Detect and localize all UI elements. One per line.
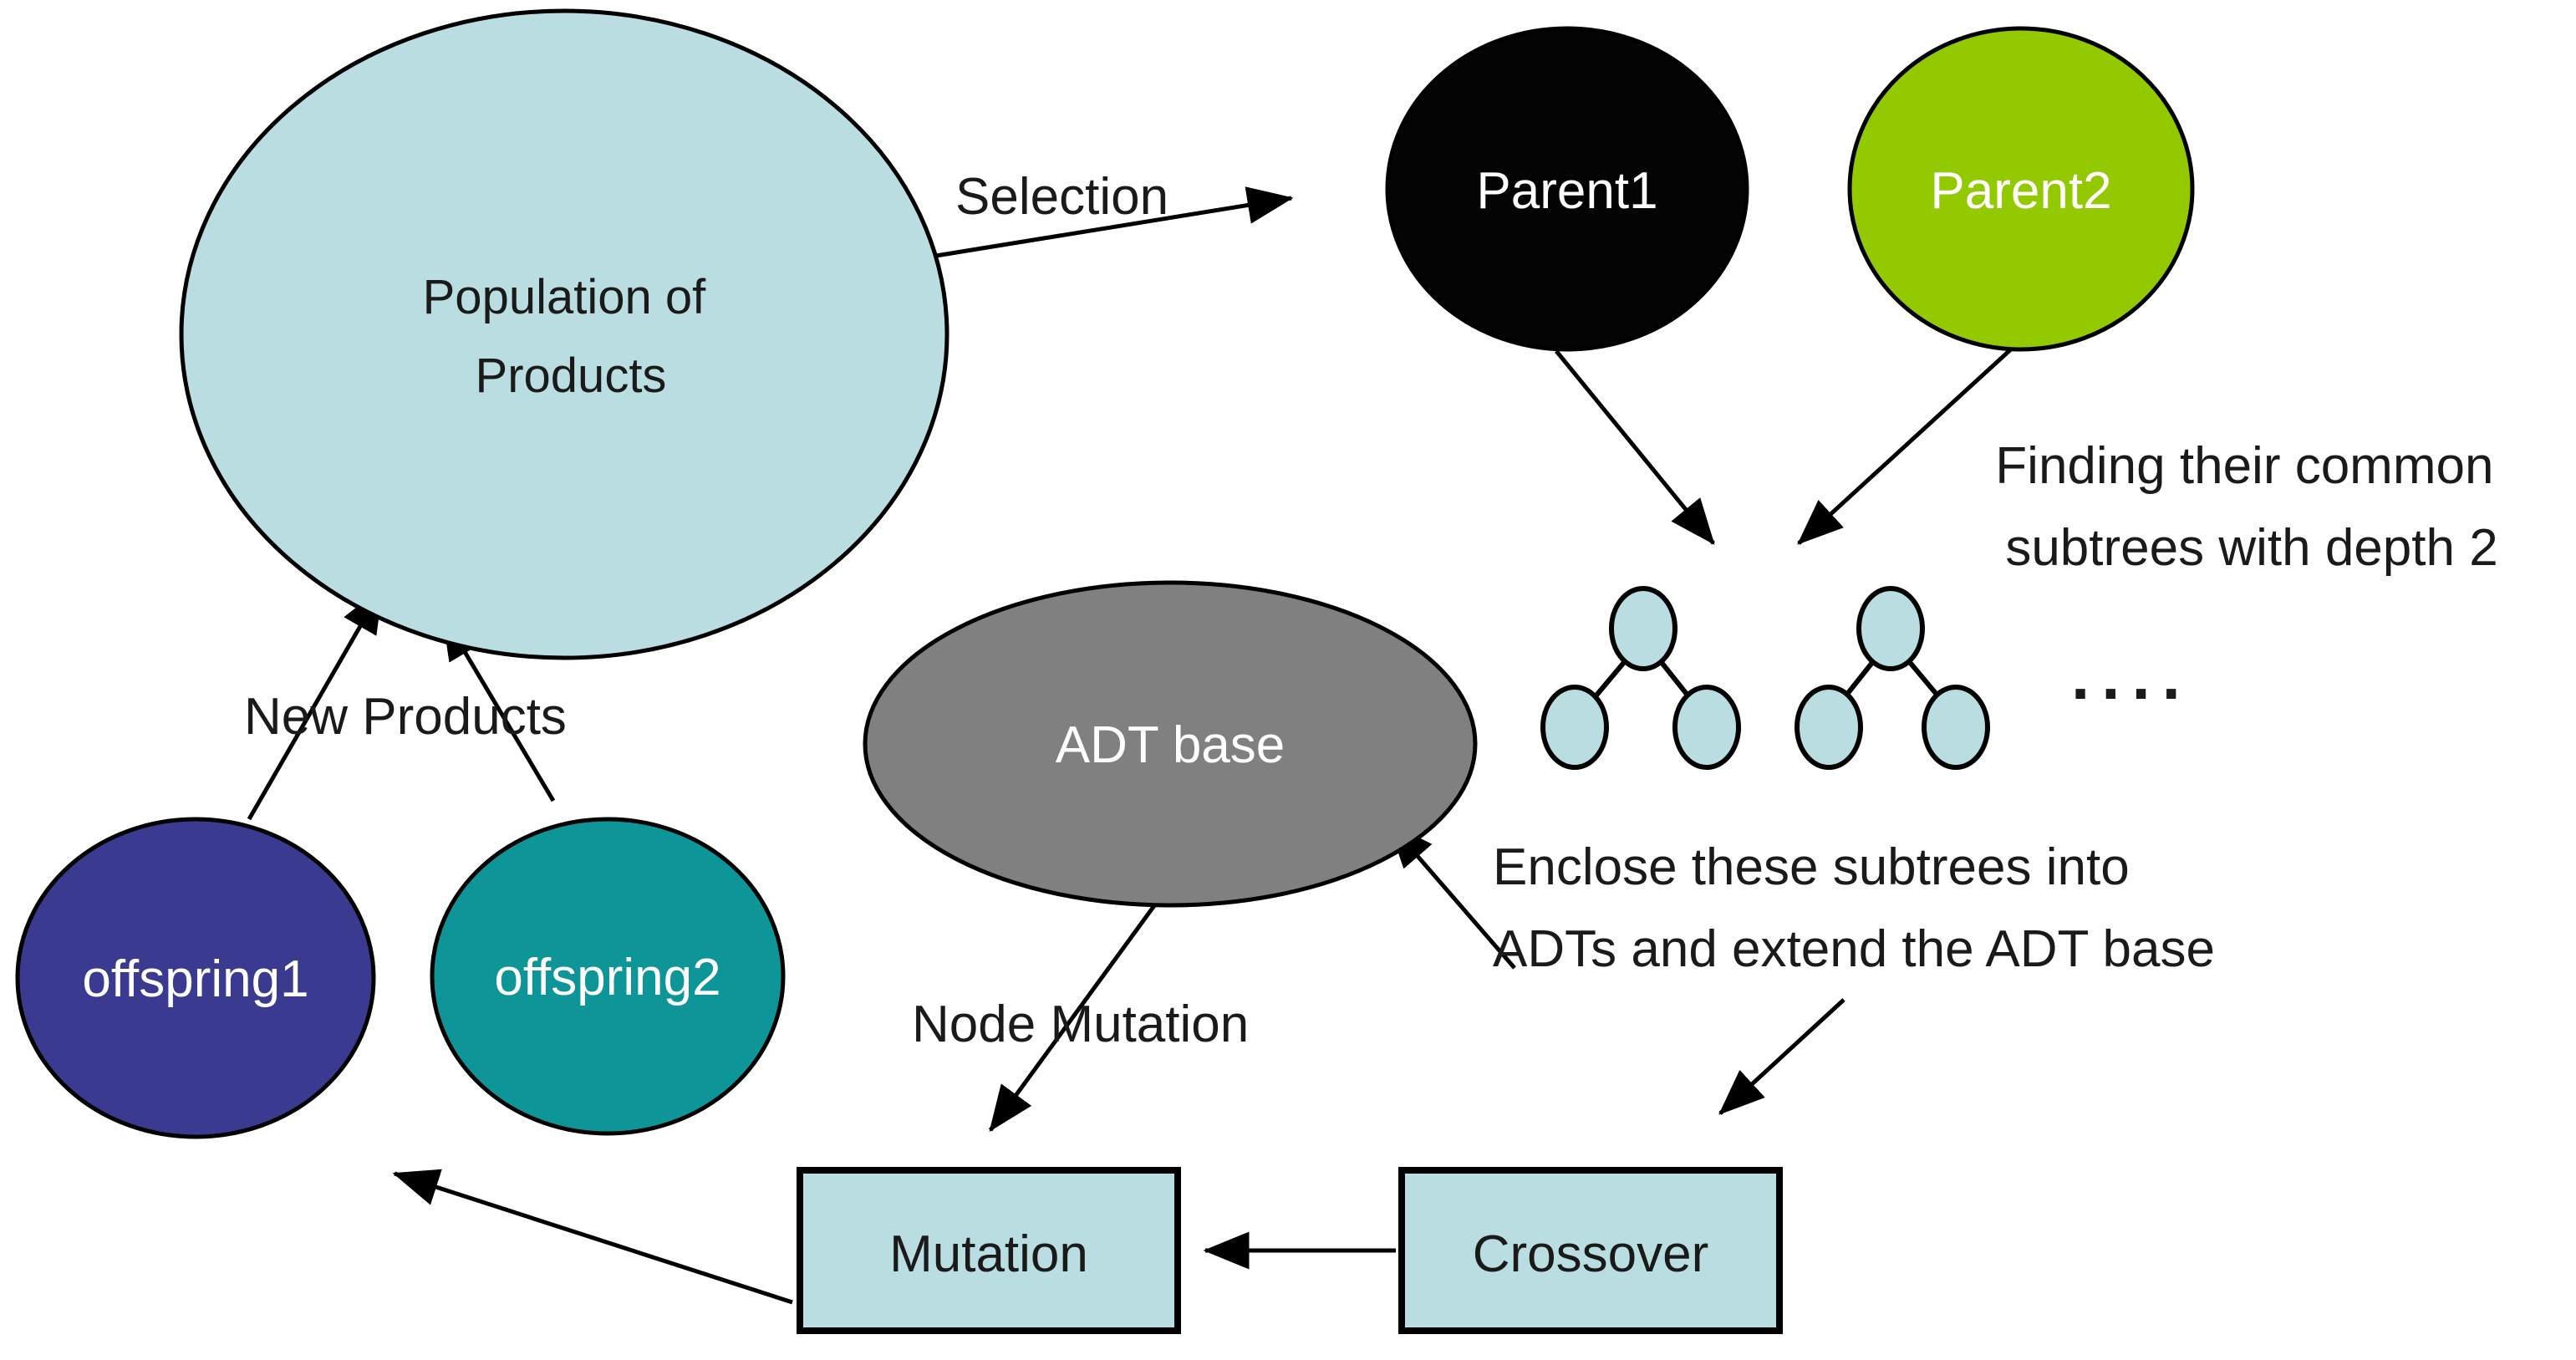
enclose-line1: Enclose these subtrees into [1493, 838, 2130, 896]
selection-arrow [914, 186, 1294, 262]
finding-subtrees-line1: Finding their common [1995, 437, 2493, 495]
finding-subtrees-label: Finding their common subtrees with depth… [1995, 437, 2507, 577]
offspring1-ellipse [15, 817, 376, 1139]
tree1-right-node [1672, 685, 1741, 770]
parent2-ellipse [1847, 26, 2195, 352]
tree1-root-node [1609, 586, 1677, 671]
mutation-box [797, 1167, 1181, 1334]
enclose-to-crossover-arrow [1718, 998, 1845, 1115]
ellipsis-label: .... [2071, 639, 2192, 713]
node-mutation-label: Node Mutation [912, 996, 1249, 1053]
parent1-to-subtrees-arrow [1555, 349, 1715, 545]
offspring1-label: offspring1 [82, 950, 308, 1008]
population-label-line2: Products [476, 349, 667, 403]
crossover-label: Crossover [1473, 1225, 1709, 1283]
adt-base-ellipse [863, 580, 1478, 908]
parent2-label: Parent2 [1930, 162, 2111, 220]
mutation-to-offspring-arrow [392, 1169, 793, 1305]
tree2-root-node [1856, 586, 1925, 671]
crossover-box [1398, 1167, 1783, 1334]
enclose-line2: ADTs and extend the ADT base [1493, 920, 2215, 978]
node-mutation-arrow [988, 899, 1160, 1133]
parent2-to-subtrees-arrow [1797, 346, 2014, 545]
finding-subtrees-line2: subtrees with depth 2 [2005, 519, 2497, 577]
tree2-left-node [1795, 685, 1863, 770]
common-subtrees [1540, 586, 1990, 770]
adt-base-label: ADT base [1056, 716, 1285, 774]
parent1-label: Parent1 [1476, 162, 1657, 220]
selection-label: Selection [955, 168, 1168, 226]
offspring1-to-population-arrow [247, 586, 384, 821]
new-products-label: New Products [244, 688, 567, 746]
parent1-ellipse [1385, 26, 1749, 352]
offspring2-ellipse [430, 817, 786, 1136]
mutation-label: Mutation [889, 1225, 1088, 1283]
tree1-left-node [1540, 685, 1609, 770]
enclose-label: Enclose these subtrees into ADTs and ext… [1493, 838, 2215, 978]
offspring2-label: offspring2 [494, 949, 720, 1006]
population-label-line1: Population of [423, 270, 706, 324]
population-label: Population of Products [423, 270, 720, 403]
tree2-right-node [1922, 685, 1990, 770]
enclose-to-adt-arrow [1387, 822, 1516, 970]
population-ellipse [179, 8, 949, 660]
